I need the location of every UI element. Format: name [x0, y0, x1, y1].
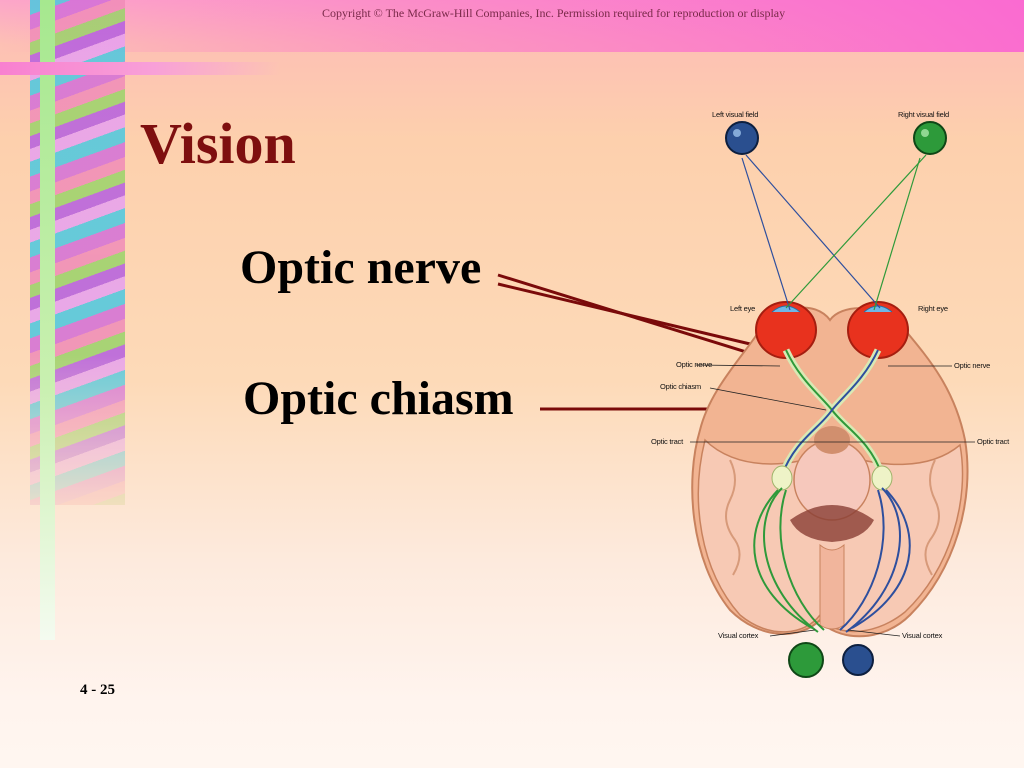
slide-title: Vision: [140, 111, 296, 176]
optic-nerve-right-label: Optic nerve: [954, 361, 990, 370]
right-eye-label: Right eye: [918, 304, 948, 313]
figure-leader-lines: [690, 364, 975, 637]
optic-nerve-label: Optic nerve: [240, 241, 482, 294]
right-eye-icon: [847, 301, 909, 359]
slide-number: 4 - 25: [80, 682, 115, 698]
visual-cortex-right-label: Visual cortex: [902, 631, 943, 640]
optic-chiasm-label: Optic chiasm: [243, 372, 514, 425]
light-rays: [741, 154, 927, 311]
optic-chiasm-figure-label: Optic chiasm: [660, 382, 701, 391]
left-visual-field-icon: [725, 121, 759, 155]
copyright-notice: Copyright © The McGraw-Hill Companies, I…: [322, 6, 786, 20]
left-visual-field-label: Left visual field: [712, 110, 758, 119]
blue-field-icon: [842, 644, 874, 676]
visual-pathway-diagram: Left visual field Right visual field Lef…: [651, 110, 1010, 678]
visual-field-icons: [725, 121, 947, 155]
left-eye-icon: [755, 301, 817, 359]
left-eye-label: Left eye: [730, 304, 755, 313]
decorative-horizontal-bar: [0, 62, 280, 75]
eyes: [755, 301, 909, 359]
optic-tract-left-label: Optic tract: [651, 437, 684, 446]
cortex-field-icons: [788, 642, 874, 678]
right-visual-field-icon: [913, 121, 947, 155]
header-band: [0, 0, 1024, 52]
decorative-vertical-bar: [40, 0, 55, 640]
right-visual-field-label: Right visual field: [898, 110, 949, 119]
optic-pathways: [753, 348, 911, 633]
brain-illustration: [691, 306, 969, 638]
visual-cortex-left-label: Visual cortex: [718, 631, 759, 640]
optic-tract-right-label: Optic tract: [977, 437, 1010, 446]
green-field-icon: [788, 642, 824, 678]
optic-nerve-left-label: Optic nerve: [676, 360, 712, 369]
